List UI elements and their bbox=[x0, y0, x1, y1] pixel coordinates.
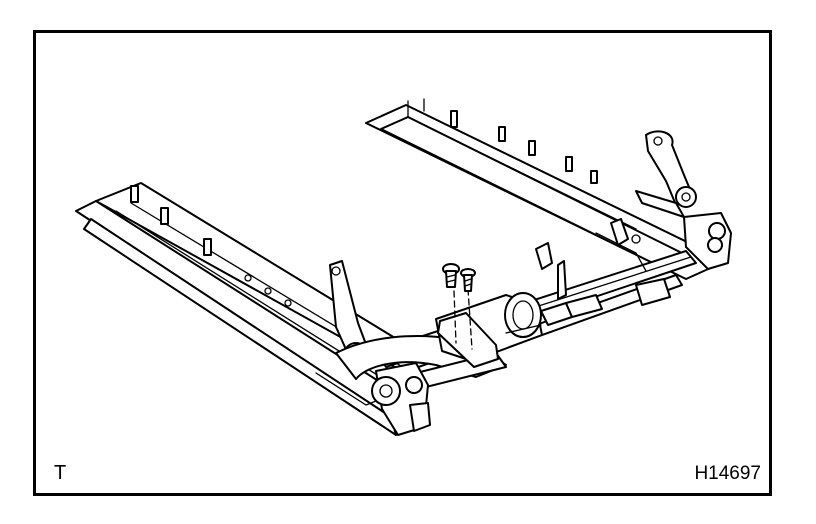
figure-code: H14697 bbox=[694, 463, 761, 484]
rear-end-bracket bbox=[610, 212, 732, 270]
front-end-bracket bbox=[371, 362, 431, 436]
mounting-bolts bbox=[442, 263, 476, 292]
motor-mounting-bracket bbox=[437, 288, 499, 368]
corner-letter: T bbox=[54, 462, 67, 484]
rail-details bbox=[595, 232, 647, 272]
rear-tilt-arm bbox=[635, 130, 697, 218]
lower-tab bbox=[535, 242, 671, 306]
seat-track-assembly-drawing bbox=[75, 98, 732, 436]
illustration-frame: T H14697 bbox=[33, 30, 772, 496]
